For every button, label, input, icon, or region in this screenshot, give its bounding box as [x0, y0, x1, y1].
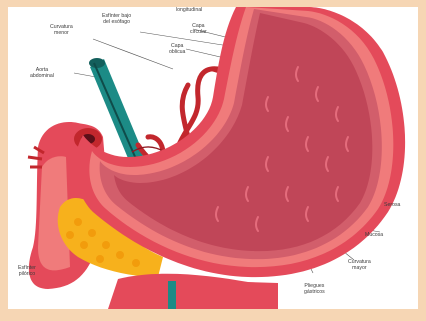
lower-intestine: [108, 274, 278, 309]
label-capa-oblicua: Capa oblicua: [169, 43, 185, 55]
label-esfinter-bajo: Esfínter bajo del esófago: [102, 13, 131, 25]
illustration-panel: longitudinal Esfínter bajo del esófago C…: [8, 7, 418, 309]
label-curvatura-mayor: Curvatura mayor: [348, 259, 371, 271]
vein: [168, 281, 176, 309]
label-longitudinal: longitudinal: [176, 7, 202, 13]
label-serosa: Serosa: [384, 202, 400, 208]
label-aorta-abdominal: Aorta abdominal: [30, 67, 54, 79]
label-mucosa: Mucosa: [365, 232, 383, 238]
label-capa-circular: Capa circular: [190, 23, 207, 35]
label-curvatura-menor: Curvatura menor: [50, 24, 73, 36]
label-esfinter-pilorico: Esfínter pilórico: [18, 265, 36, 277]
label-pliegues-gastricos: Pliegues gástricos: [304, 283, 325, 295]
